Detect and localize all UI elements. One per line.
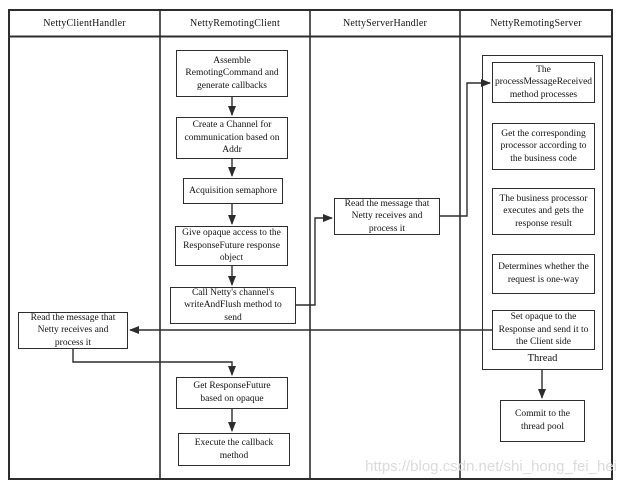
node-execute-callback: Execute the callback method: [178, 433, 290, 466]
thread-container-label: Thread: [527, 353, 558, 364]
node-client-read-message: Read the message that Netty receives and…: [18, 312, 128, 349]
node-process-message-received: The processMessageReceived method proces…: [492, 62, 595, 103]
node-get-processor: Get the corresponding processor accordin…: [492, 123, 595, 170]
node-set-opaque-response: Set opaque to the Response and send it t…: [492, 310, 595, 350]
lane-header-netty-client-handler: NettyClientHandler: [43, 17, 126, 29]
node-give-opaque-access: Give opaque access to the ResponseFuture…: [175, 226, 288, 266]
lane-header-netty-remoting-client: NettyRemotingClient: [190, 17, 280, 29]
node-write-and-flush: Call Netty's channel's writeAndFlush met…: [170, 287, 296, 324]
node-create-channel: Create a Channel for communication based…: [176, 117, 288, 159]
node-get-response-future: Get ResponseFuture based on opaque: [176, 377, 288, 409]
node-assemble-remoting-command: Assemble RemotingCommand and generate ca…: [176, 50, 288, 97]
thread-container: [482, 55, 603, 370]
edge-client-read-to-get-response-future: [72, 349, 236, 376]
lane-header-netty-remoting-server: NettyRemotingServer: [490, 17, 582, 29]
blog-watermark: https://blog.csdn.net/shi_hong_fei_hei: [365, 458, 617, 475]
node-business-processor: The business processor executes and gets…: [492, 188, 595, 235]
node-server-read-message: Read the message that Netty receives and…: [334, 198, 440, 235]
node-commit-thread-pool: Commit to the thread pool: [500, 400, 585, 442]
edge-server-read-to-process-message: [440, 79, 491, 217]
node-acquisition-semaphore: Acquisition semaphore: [183, 178, 283, 204]
edge-write-flush-to-server-read: [296, 214, 333, 306]
node-determine-one-way: Determines whether the request is one-wa…: [492, 254, 595, 294]
lane-header-netty-server-handler: NettyServerHandler: [342, 17, 428, 29]
